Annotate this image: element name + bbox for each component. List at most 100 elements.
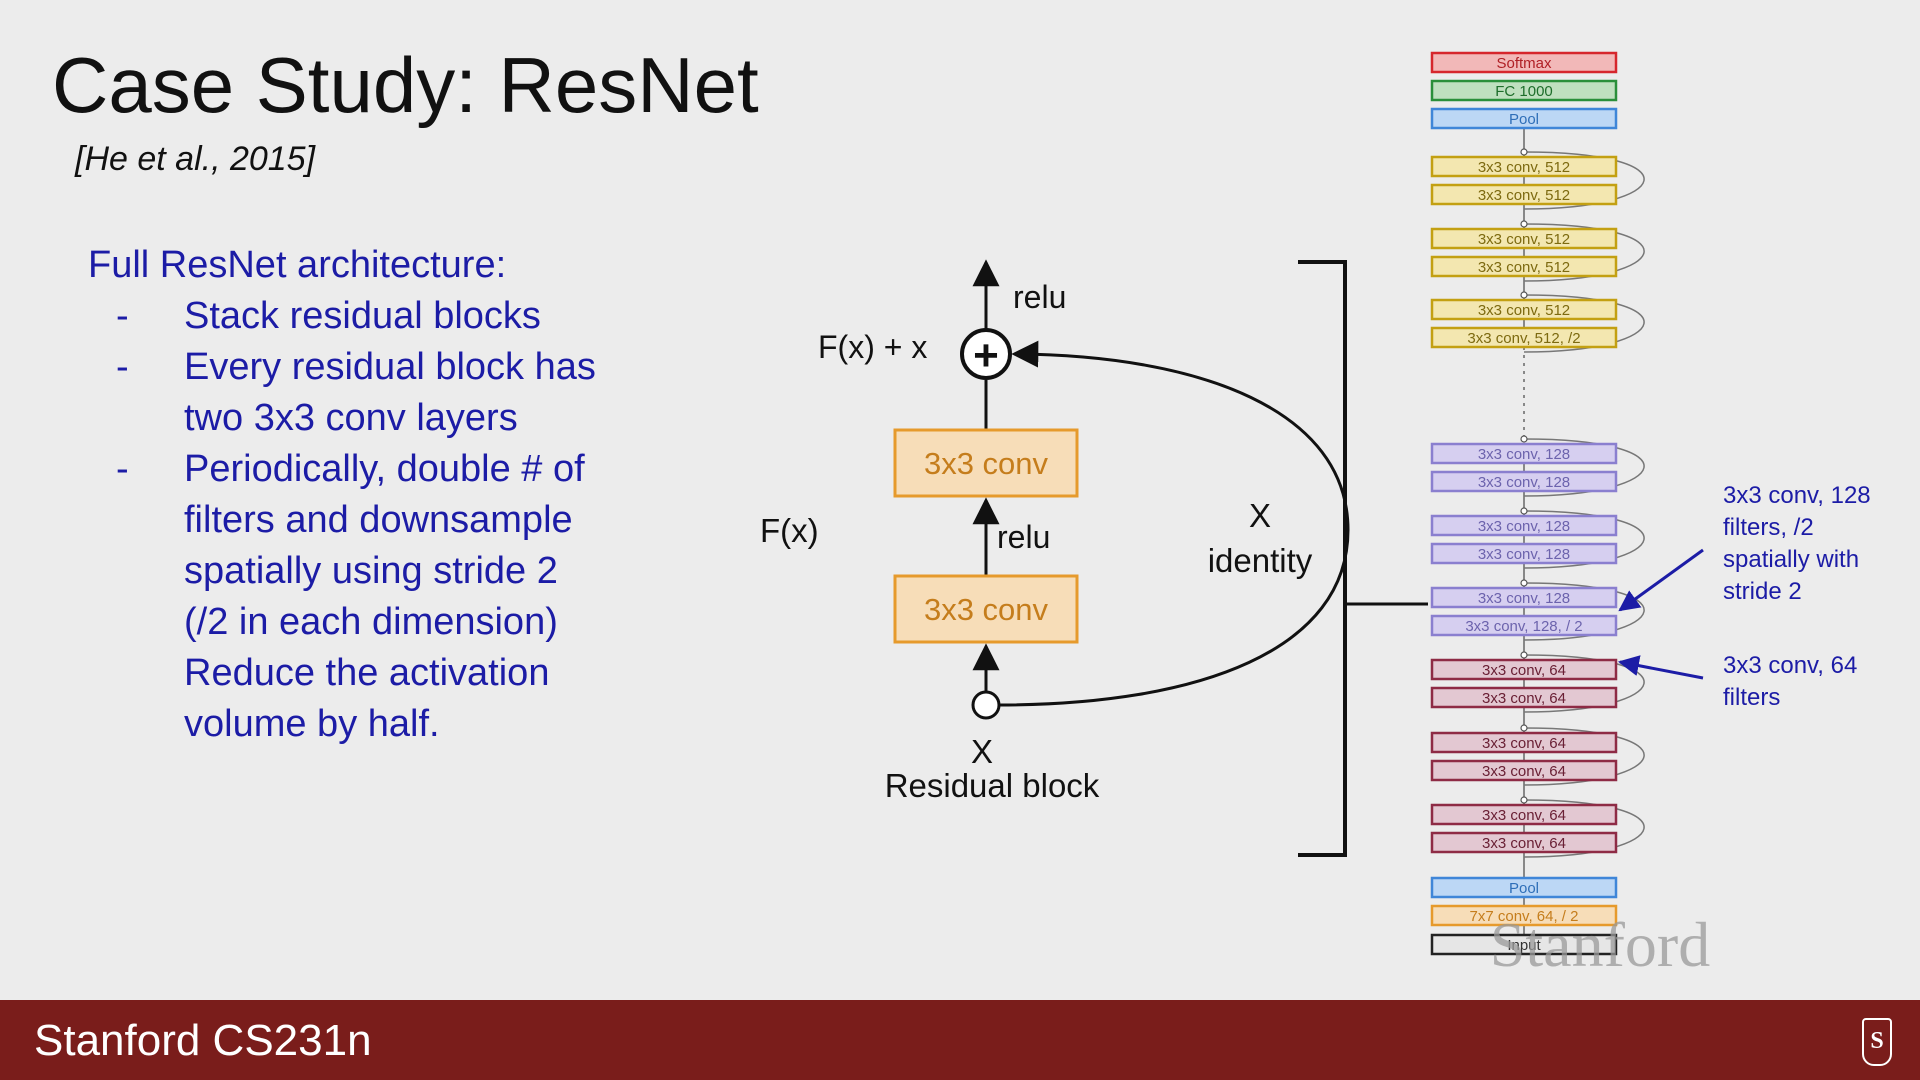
bullet-heading: Full ResNet architecture: (88, 244, 507, 286)
bullet-item: - Periodically, double # of filters and … (88, 444, 728, 648)
layer-box (1430, 79, 1618, 102)
bullet-line: spatially using stride 2 (184, 550, 558, 592)
layer-label: 3x3 conv, 128 (1478, 518, 1570, 535)
annotation-text-64: 3x3 conv, 64 filters (1723, 652, 1864, 711)
bullet-line: filters and downsample (184, 499, 573, 541)
plus-node: + (960, 328, 1012, 380)
conv-bottom-label: 3x3 conv (924, 592, 1049, 627)
layer-label: Softmax (1496, 55, 1552, 72)
layer-box (1430, 731, 1618, 754)
footer-bar: Stanford CS231n S (0, 1000, 1920, 1080)
layer-label: 3x3 conv, 64 (1482, 807, 1566, 824)
layer-box (1430, 686, 1618, 709)
layer-box (1430, 51, 1618, 74)
layer-label: 3x3 conv, 128 (1478, 590, 1570, 607)
bullet-continuation: Reduce the activation volume by half. (88, 648, 728, 750)
layer-label: 3x3 conv, 64 (1482, 835, 1566, 852)
bullet-list: Full ResNet architecture: - Stack residu… (88, 240, 728, 750)
stanford-watermark: Stanford (1490, 909, 1710, 980)
skip-arc (1523, 223, 1645, 282)
skip-junction (1520, 579, 1528, 587)
residual-block: relu F(x) + x + 3x3 conv relu 3x3 conv F… (760, 259, 1350, 804)
layer-label: 3x3 conv, 128 (1478, 474, 1570, 491)
bullet-line: (/2 in each dimension) (184, 601, 558, 643)
plus-icon: + (973, 331, 999, 380)
annotation-64: 3x3 conv, 64 filters (1617, 652, 1864, 711)
mid-relu-label: relu (997, 519, 1050, 555)
layer-box (1430, 442, 1618, 465)
skip-arc (1523, 727, 1645, 786)
skip-connection (998, 340, 1350, 707)
annotation-text-128: 3x3 conv, 128 filters, /2 spatially with… (1723, 482, 1877, 605)
bullet-line: Every residual block has (184, 346, 596, 388)
skip-arc (1523, 799, 1645, 858)
bullet-dash: - (116, 295, 129, 337)
block-bracket (1298, 260, 1428, 857)
layer-label: 3x3 conv, 512 (1478, 187, 1570, 204)
annotation-128: 3x3 conv, 128 filters, /2 spatially with… (1618, 482, 1877, 612)
resnet-diagram: relu F(x) + x + 3x3 conv relu 3x3 conv F… (760, 51, 1877, 980)
layer-box (1430, 542, 1618, 565)
skip-junction (1520, 435, 1528, 443)
layer-box (1430, 326, 1618, 349)
layer-label: 7x7 conv, 64, / 2 (1470, 908, 1579, 925)
x-label: X (971, 733, 993, 770)
layer-box (1430, 759, 1618, 782)
bullet-line: Reduce the activation (184, 652, 550, 694)
skip-junction (1520, 651, 1528, 659)
layer-box (1430, 155, 1618, 178)
skip-arc (1523, 294, 1645, 353)
skip-junction (1520, 724, 1528, 732)
conv-box-bottom (893, 574, 1079, 644)
layer-label: 3x3 conv, 64 (1482, 735, 1566, 752)
layer-label: 3x3 conv, 128 (1478, 446, 1570, 463)
layer-label: 3x3 conv, 64 (1482, 690, 1566, 707)
layer-box (1430, 658, 1618, 681)
conv-top-label: 3x3 conv (924, 446, 1049, 481)
skip-junction (1520, 796, 1528, 804)
citation: [He et al., 2015] (75, 140, 316, 178)
layer-box (1430, 514, 1618, 537)
layer-label: 3x3 conv, 512 (1478, 259, 1570, 276)
stanford-logo-icon: S (1862, 1018, 1892, 1066)
layer-box (1430, 586, 1618, 609)
layer-label: Pool (1509, 111, 1539, 128)
layer-box (1430, 904, 1618, 927)
bullet-line: volume by half. (184, 703, 440, 745)
course-name: Stanford CS231n (34, 1016, 372, 1065)
layer-label: 3x3 conv, 512 (1478, 231, 1570, 248)
skip-identity-label: identity (1208, 542, 1313, 579)
annotation-arrow-64 (1617, 655, 1704, 680)
skip-junction (1520, 220, 1528, 228)
layer-label: 3x3 conv, 128 (1478, 546, 1570, 563)
bullet-dash: - (116, 448, 129, 490)
layer-box (1430, 107, 1618, 130)
skip-x-label: X (1249, 497, 1271, 534)
skip-arc (1523, 151, 1645, 210)
conv-box-top (893, 428, 1079, 498)
layer-box (1430, 470, 1618, 493)
layer-box (1430, 614, 1618, 637)
skip-arc (1523, 654, 1645, 713)
layer-box (1430, 183, 1618, 206)
bullet-line: Stack residual blocks (184, 295, 541, 337)
layer-label: 3x3 conv, 512 (1478, 159, 1570, 176)
bullet-dash: - (116, 346, 129, 388)
bullet-items: - Stack residual blocks - Every residual… (88, 291, 728, 648)
layer-label: 3x3 conv, 64 (1482, 662, 1566, 679)
sum-label: F(x) + x (818, 329, 927, 365)
layer-label: 3x3 conv, 64 (1482, 763, 1566, 780)
layer-box (1430, 227, 1618, 250)
layer-label: FC 1000 (1495, 83, 1553, 100)
bullet-item: - Every residual block has two 3x3 conv … (88, 342, 728, 444)
layer-label: Pool (1509, 880, 1539, 897)
layer-box (1430, 803, 1618, 826)
layer-box (1430, 876, 1618, 899)
layer-label: 3x3 conv, 512 (1478, 302, 1570, 319)
fx-label: F(x) (760, 512, 819, 549)
slide-title: Case Study: ResNet (52, 41, 759, 129)
layer-label: 3x3 conv, 128, / 2 (1465, 618, 1582, 635)
layer-label: 3x3 conv, 512, /2 (1467, 330, 1580, 347)
top-relu-label: relu (1013, 279, 1066, 315)
